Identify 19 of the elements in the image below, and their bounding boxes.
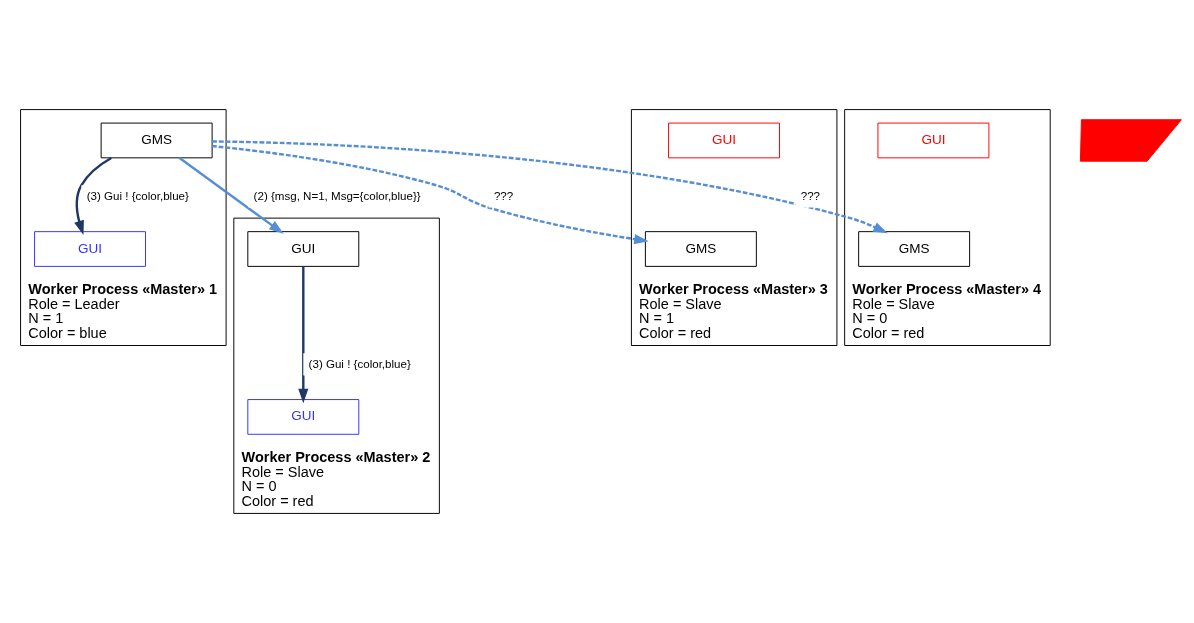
- arrow: [178, 156, 284, 234]
- arrow: [212, 140, 888, 234]
- edge-label: (3) Gui ! {color,blue}: [86, 189, 189, 202]
- node-box: GUI: [668, 122, 780, 159]
- arrow: [212, 144, 649, 245]
- node-box: GUI: [247, 231, 360, 267]
- node-box: GMS: [644, 231, 757, 267]
- edge-label: (2) {msg, N=1, Msg={color,blue}}: [253, 189, 421, 202]
- arrow: [298, 266, 309, 404]
- node-box: GUI: [34, 231, 146, 267]
- edge-label: (3) Gui ! {color,blue}: [308, 357, 411, 370]
- edge-label: ???: [493, 189, 514, 202]
- edge-label: ???: [800, 189, 821, 202]
- node-box: GMS: [100, 122, 213, 159]
- node-cross: [1079, 119, 1182, 162]
- node-box: GUI: [877, 122, 990, 159]
- arrow: [74, 156, 112, 235]
- node-box: GUI: [247, 399, 360, 435]
- node-box: GMS: [858, 231, 971, 267]
